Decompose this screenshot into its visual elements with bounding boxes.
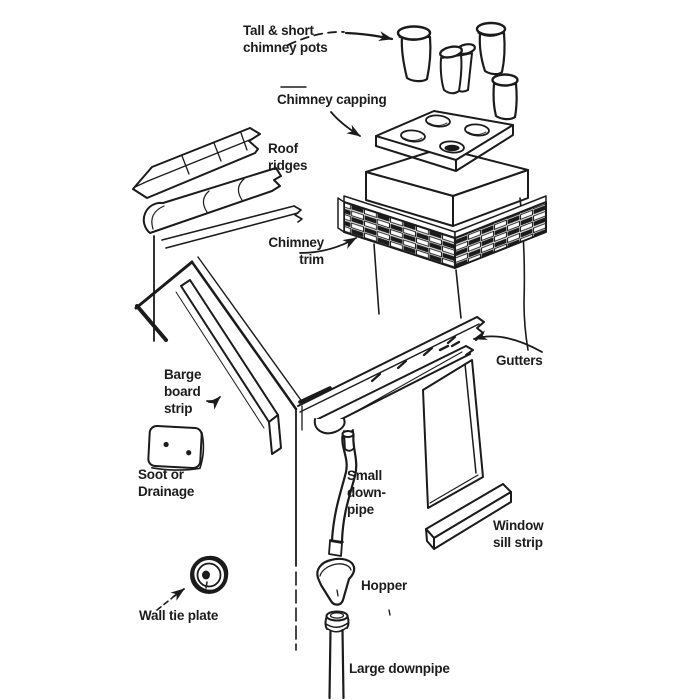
label-soot-drainage: Soot or Drainage	[138, 467, 195, 499]
leader-arrows	[156, 31, 543, 616]
arrow-wall-tie	[170, 588, 185, 601]
chimney-pots-drawing	[396, 21, 519, 121]
barge-board-drawing	[175, 279, 282, 455]
wall-tie-plate-drawing	[190, 555, 229, 594]
label-hopper: Hopper	[361, 578, 408, 593]
label-barge-board: Barge board strip	[164, 367, 202, 416]
label-roof-ridges: Roof ridges	[268, 141, 308, 173]
label-window-sill: Window sill strip	[493, 518, 544, 550]
label-chimney-trim: Chimney trim	[268, 235, 324, 267]
arrow-chimney-pots	[344, 31, 394, 41]
arrow-barge-board	[206, 396, 221, 410]
label-chimney-capping: Chimney capping	[277, 92, 387, 107]
chimney-trim-drawing	[337, 195, 547, 269]
label-chimney-pots: Tall & short chimney pots	[243, 23, 328, 55]
gable-roof-drawing	[134, 235, 304, 651]
roof-eave-drawing	[297, 316, 485, 413]
label-gutters: Gutters	[496, 353, 543, 368]
roof-ridges-drawing	[132, 127, 303, 249]
label-small-downpipe: Small down- pipe	[347, 468, 386, 517]
window-sill-drawing	[425, 483, 512, 550]
label-wall-tie-plate: Wall tie plate	[139, 608, 219, 623]
label-large-downpipe: Large downpipe	[349, 661, 450, 676]
small-downpipe-drawing	[328, 430, 358, 557]
arrow-chimney-capping	[330, 111, 361, 137]
window-frame-drawing	[422, 359, 484, 509]
arrow-gutters	[473, 330, 543, 353]
arrow-chimney-pots-dash	[287, 31, 345, 46]
soot-plate-drawing	[147, 425, 205, 471]
arrow-chimney-trim	[299, 237, 357, 254]
large-downpipe-drawing	[324, 610, 350, 700]
arrow-wall-tie-dash	[156, 597, 173, 611]
tick-mark	[388, 609, 391, 616]
chimney-capping-drawing	[375, 110, 514, 172]
chimney-stack-drawing	[365, 147, 529, 351]
hopper-drawing	[316, 557, 356, 606]
